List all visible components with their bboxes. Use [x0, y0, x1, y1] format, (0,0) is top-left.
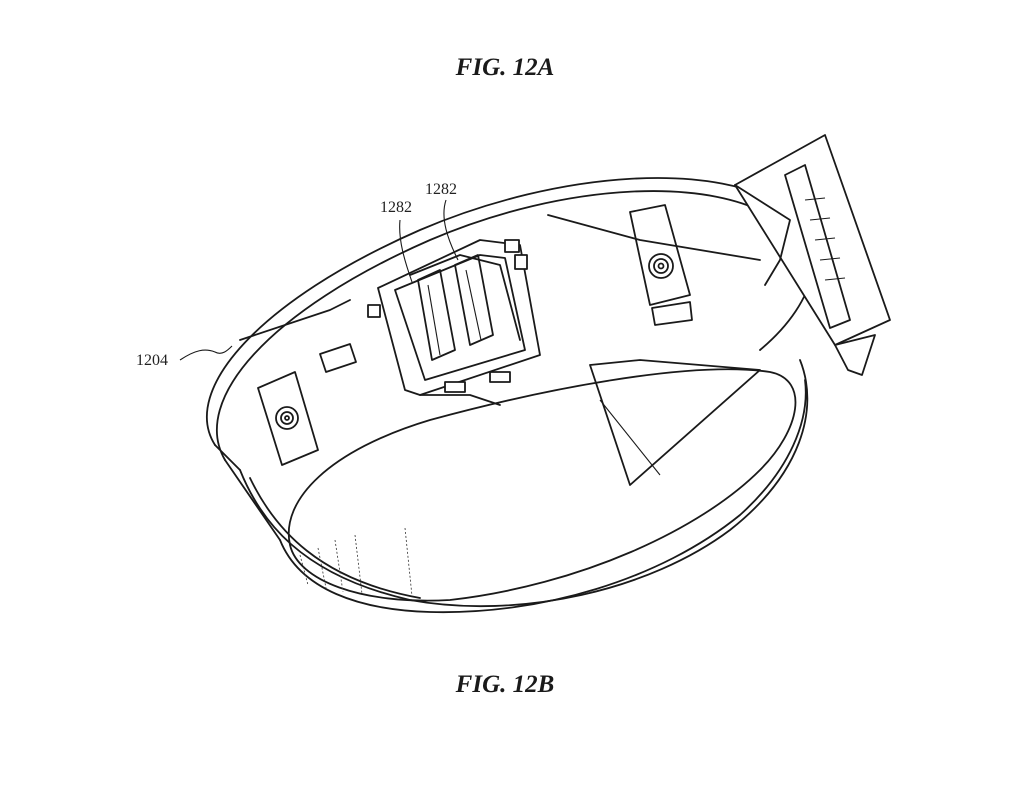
left-sensor-pod [239, 299, 357, 466]
inner-surface-hatching [299, 527, 413, 597]
clasp-assembly [734, 134, 891, 376]
ref-label-1282-right: 1282 [425, 181, 457, 198]
window-housing [367, 239, 541, 406]
right-sensor-pod [629, 204, 693, 326]
leader-line-1282-right [443, 199, 459, 261]
leader-line-1282-left [399, 219, 413, 283]
leader-line-1204 [179, 345, 233, 361]
figure-caption-12a: FIG. 12A [455, 54, 555, 81]
ref-label-1282-left: 1282 [380, 199, 412, 216]
ref-label-1204: 1204 [136, 352, 168, 369]
internal-strut [547, 214, 761, 486]
figure-caption-12b: FIG. 12B [455, 671, 555, 698]
